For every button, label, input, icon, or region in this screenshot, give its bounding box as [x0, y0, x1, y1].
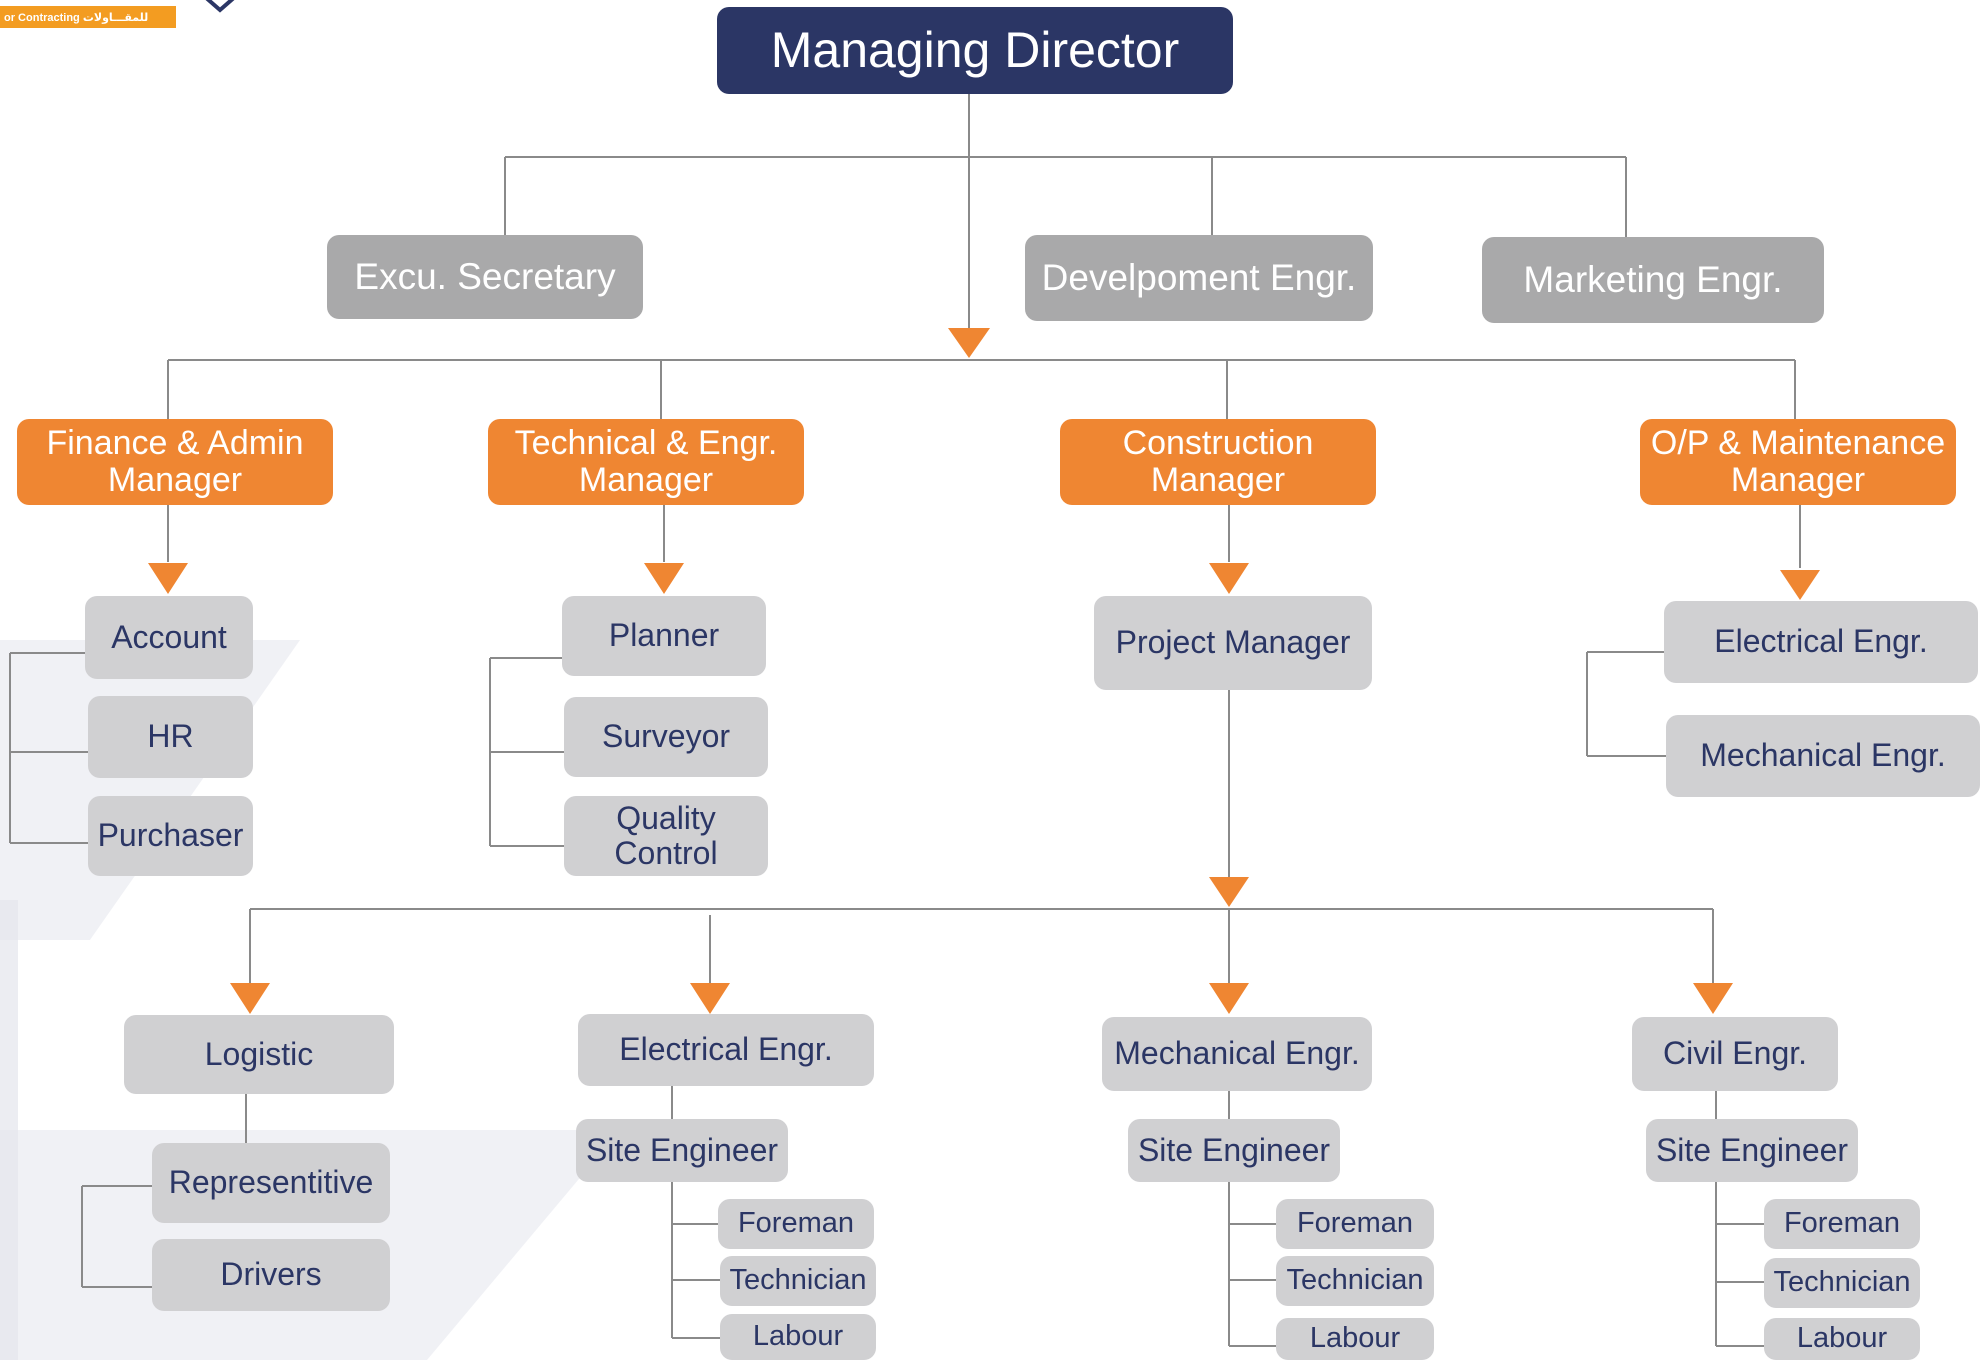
- finance-admin-manager-box: Finance & Admin Manager: [17, 419, 333, 505]
- drivers-box: Drivers: [152, 1239, 390, 1311]
- technical-engineering-manager-box: Technical & Engr. Manager: [488, 419, 804, 505]
- mechanical-technician-box: Technician: [1276, 1256, 1434, 1306]
- development-engineer-box: Develpoment Engr.: [1025, 235, 1373, 321]
- purchaser-box: Purchaser: [88, 796, 253, 876]
- op-mechanical-engineer-box: Mechanical Engr.: [1666, 715, 1980, 797]
- electrical-technician-box: Technician: [720, 1256, 876, 1306]
- logistic-box: Logistic: [124, 1015, 394, 1094]
- account-box: Account: [85, 596, 253, 679]
- op-maintenance-manager-box: O/P & Maintenance Manager: [1640, 419, 1956, 505]
- managing-director-box: Managing Director: [717, 7, 1233, 94]
- mechanical-engineer-box: Mechanical Engr.: [1102, 1017, 1372, 1091]
- marketing-engineer-box: Marketing Engr.: [1482, 237, 1824, 323]
- electrical-engineer-box: Electrical Engr.: [578, 1014, 874, 1086]
- executive-secretary-box: Excu. Secretary: [327, 235, 643, 319]
- civil-foreman-box: Foreman: [1764, 1199, 1920, 1249]
- company-logo: or Contracting للمقـــاولات: [0, 6, 176, 28]
- representitive-box: Representitive: [152, 1143, 390, 1223]
- mechanical-site-engineer-box: Site Engineer: [1128, 1119, 1340, 1182]
- civil-site-engineer-box: Site Engineer: [1646, 1119, 1858, 1182]
- hr-box: HR: [88, 696, 253, 778]
- quality-control-box: Quality Control: [564, 796, 768, 876]
- civil-technician-box: Technician: [1764, 1258, 1920, 1308]
- background-band: [0, 900, 18, 1360]
- planner-box: Planner: [562, 596, 766, 676]
- project-manager-box: Project Manager: [1094, 596, 1372, 690]
- electrical-labour-box: Labour: [720, 1314, 876, 1360]
- construction-manager-box: Construction Manager: [1060, 419, 1376, 505]
- civil-labour-box: Labour: [1764, 1318, 1920, 1360]
- logo-mark-icon: [205, 0, 235, 13]
- op-electrical-engineer-box: Electrical Engr.: [1664, 601, 1978, 683]
- electrical-site-engineer-box: Site Engineer: [576, 1119, 788, 1182]
- surveyor-box: Surveyor: [564, 697, 768, 777]
- mechanical-labour-box: Labour: [1276, 1318, 1434, 1360]
- mechanical-foreman-box: Foreman: [1276, 1199, 1434, 1249]
- civil-engineer-box: Civil Engr.: [1632, 1017, 1838, 1091]
- electrical-foreman-box: Foreman: [718, 1199, 874, 1249]
